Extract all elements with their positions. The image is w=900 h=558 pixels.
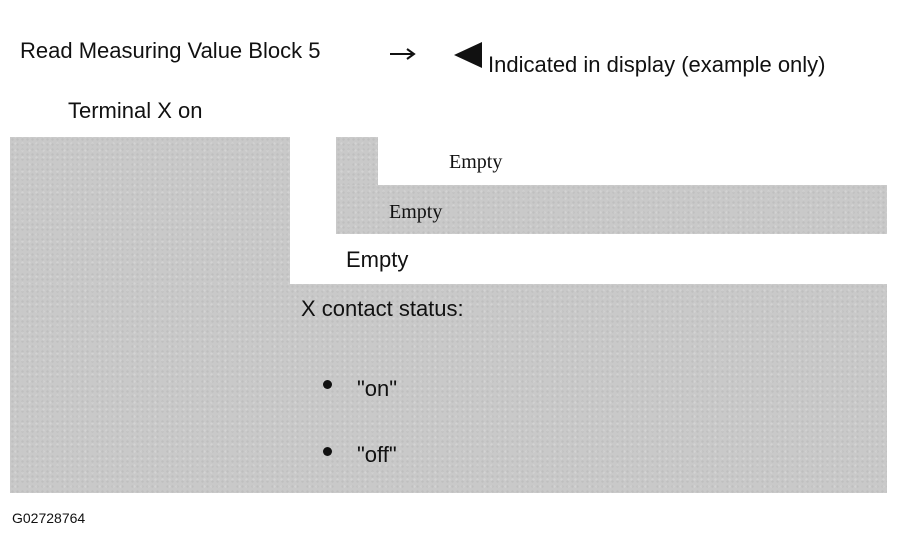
display-block-left	[10, 137, 290, 287]
option-off: "off"	[357, 442, 397, 467]
empty-field-3: Empty	[346, 247, 409, 272]
header-title: Read Measuring Value Block 5	[20, 38, 321, 63]
display-block-bar	[336, 185, 887, 234]
empty-field-1: Empty	[449, 151, 503, 173]
terminal-label: Terminal X on	[68, 98, 203, 123]
option-on: "on"	[357, 376, 398, 401]
display-block-stub	[336, 137, 378, 187]
left-pointing-triangle-icon	[454, 42, 482, 68]
display-note: Indicated in display (example only)	[488, 52, 826, 77]
figure-code: G02728764	[12, 510, 86, 526]
bullet-dot-on	[323, 380, 332, 389]
empty-field-2: Empty	[389, 201, 443, 223]
display-block-main	[10, 284, 887, 493]
contact-status-title: X contact status:	[301, 296, 464, 321]
right-arrow-icon	[390, 48, 416, 60]
bullet-dot-off	[323, 447, 332, 456]
